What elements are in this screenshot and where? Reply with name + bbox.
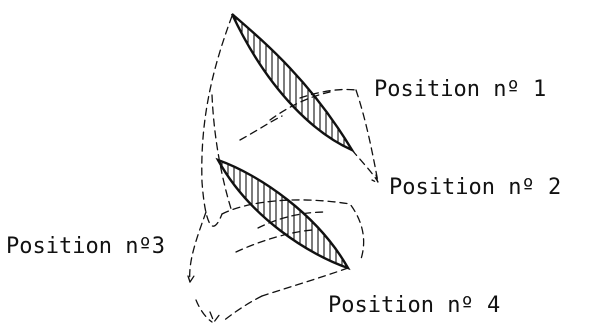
- blade-position-1: [230, 13, 355, 153]
- dashed-blade-position-3: [187, 15, 233, 283]
- label-position-3: Position nº3: [6, 234, 165, 259]
- blade-position-2: [215, 157, 351, 271]
- dashed-blade-position-2-right: [239, 88, 379, 185]
- label-position-1: Position nº 1: [374, 77, 546, 102]
- label-position-2: Position nº 2: [389, 175, 561, 200]
- dashed-blade-position-4: [195, 199, 365, 324]
- label-position-4: Position nº 4: [328, 293, 500, 318]
